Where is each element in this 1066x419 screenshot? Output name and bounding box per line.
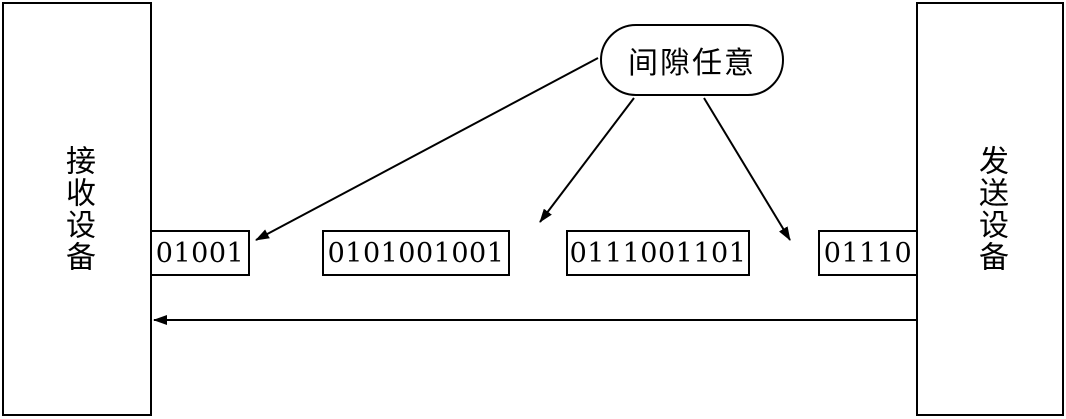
gap-arrow-1 <box>255 57 599 241</box>
character-frame-1: 01001 <box>152 230 250 276</box>
sender-label: 发送设备 <box>973 145 1008 273</box>
character-frame-2: 0101001001 <box>322 230 510 276</box>
receiver-label: 接收设备 <box>60 145 95 273</box>
character-frame-3: 0111001101 <box>566 230 750 276</box>
character-frame-4: 01110 <box>818 230 916 276</box>
gap-callout: 间隙任意 <box>600 24 784 96</box>
gap-arrow-3 <box>703 97 791 241</box>
gap-callout-text: 间隙任意 <box>628 46 756 81</box>
receiver-device: 接收设备 <box>2 2 152 416</box>
gap-arrow-2 <box>539 97 635 223</box>
sender-device: 发送设备 <box>916 2 1064 416</box>
